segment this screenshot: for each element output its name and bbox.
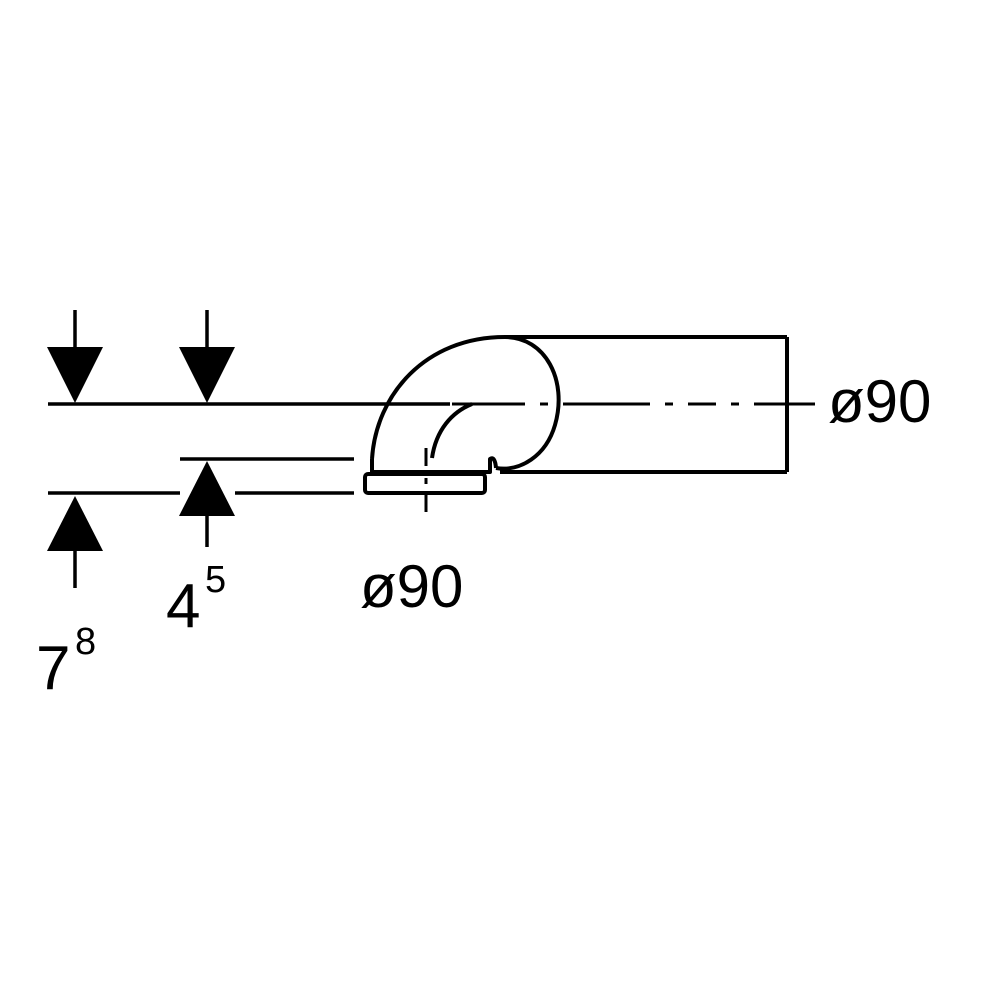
centre-lines bbox=[424, 402, 815, 512]
diameter-label-outlet: ø90 bbox=[828, 368, 931, 435]
arrowhead-up-inner bbox=[179, 461, 235, 516]
bend-joint-ellipse bbox=[495, 335, 561, 471]
bend-inner-arc bbox=[430, 402, 473, 459]
pipe-bend bbox=[370, 335, 561, 471]
arrow-left-dimension bbox=[47, 310, 103, 588]
arrowhead-down-left bbox=[47, 347, 103, 403]
dimension-left-sup: 8 bbox=[75, 621, 96, 663]
arrow-inner-dimension bbox=[179, 310, 235, 547]
dimension-inner-main: 4 bbox=[166, 572, 200, 641]
dimension-label-left-height: 7 8 bbox=[36, 621, 96, 703]
bend-outer-arc bbox=[370, 335, 506, 460]
pipe-inlet-spigot bbox=[363, 456, 498, 495]
arrowhead-down-inner bbox=[179, 347, 235, 403]
arrowhead-up-left bbox=[47, 496, 103, 551]
dimension-lines bbox=[48, 402, 450, 495]
dimension-label-inner-height: 4 5 bbox=[166, 559, 226, 641]
dimension-inner-sup: 5 bbox=[205, 559, 226, 601]
dimension-left-main: 7 bbox=[36, 634, 70, 703]
diameter-label-inlet: ø90 bbox=[360, 553, 463, 620]
spigot-collar bbox=[370, 456, 498, 474]
